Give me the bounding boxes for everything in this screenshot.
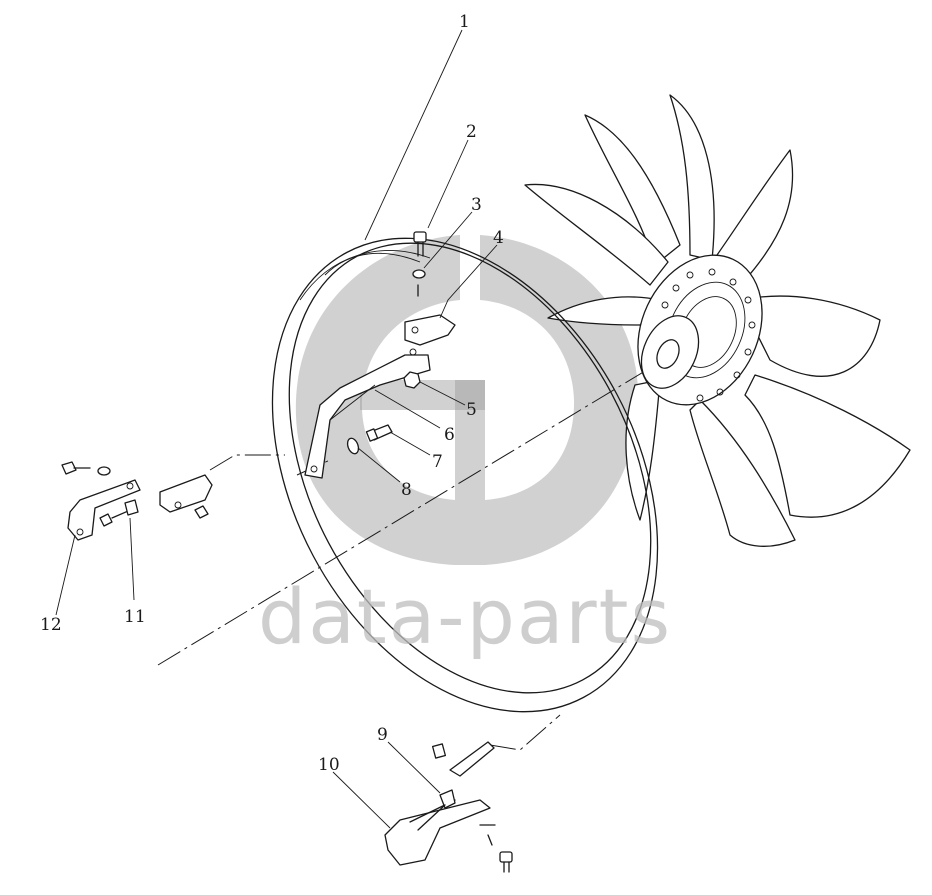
lower-bracket: [384, 799, 491, 866]
fan-blade: [669, 94, 715, 261]
upper-bracket: [304, 314, 456, 479]
callout-6: 6: [444, 425, 455, 445]
callout-8: 8: [401, 480, 412, 500]
clip-plate: [159, 474, 213, 513]
callout-4: 4: [493, 228, 504, 248]
fan-blade: [625, 379, 661, 521]
watermark-text: data-parts: [258, 572, 672, 661]
callout-1: 1: [459, 12, 470, 32]
left-bracket-assembly: [61, 461, 213, 541]
fasteners: [346, 231, 427, 455]
callout-labels: 1 2 3 4 5 6 7 8 9 10 11 12: [40, 12, 504, 775]
callout-9: 9: [377, 725, 388, 745]
callout-2: 2: [466, 122, 477, 142]
fan-clutch-bore: [656, 339, 680, 369]
callout-5: 5: [466, 400, 477, 420]
lower-bracket-assembly: [384, 741, 513, 873]
fan-blade: [689, 399, 796, 547]
fan-blade: [739, 295, 881, 377]
mount-plate: [404, 314, 456, 346]
fan: [524, 94, 911, 547]
shroud-ring: [271, 237, 659, 713]
fan-blade: [524, 183, 669, 286]
callout-7: 7: [432, 452, 443, 472]
callout-12: 12: [40, 615, 62, 635]
fan-blade: [584, 114, 681, 266]
fan-blade: [547, 296, 661, 326]
strap-bracket: [67, 479, 141, 541]
callout-3: 3: [471, 195, 482, 215]
callout-10: 10: [318, 755, 340, 775]
fan-blade: [709, 149, 794, 281]
callout-11: 11: [124, 607, 146, 627]
leader-lines: [55, 29, 498, 829]
fan-blade: [744, 374, 911, 518]
